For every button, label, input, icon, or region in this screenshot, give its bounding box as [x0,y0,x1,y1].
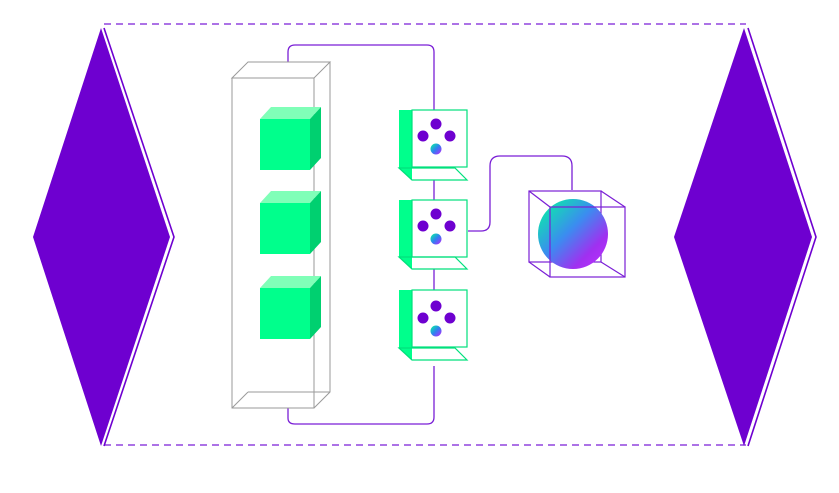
left-diamond-icon [33,27,175,447]
gradient-sphere-in-wireframe-cube-icon [528,190,626,278]
node-cube [397,289,469,361]
four-dot-cluster-icon [417,118,456,155]
column-block [260,276,321,339]
column-block [260,107,321,170]
right-diamond-icon [674,27,817,447]
column-block [260,191,321,254]
connector-lines [287,44,573,425]
four-dot-cluster-icon [417,300,456,337]
node-cube [397,109,469,181]
node-cube [397,199,469,270]
four-dot-cluster-icon [417,208,456,245]
